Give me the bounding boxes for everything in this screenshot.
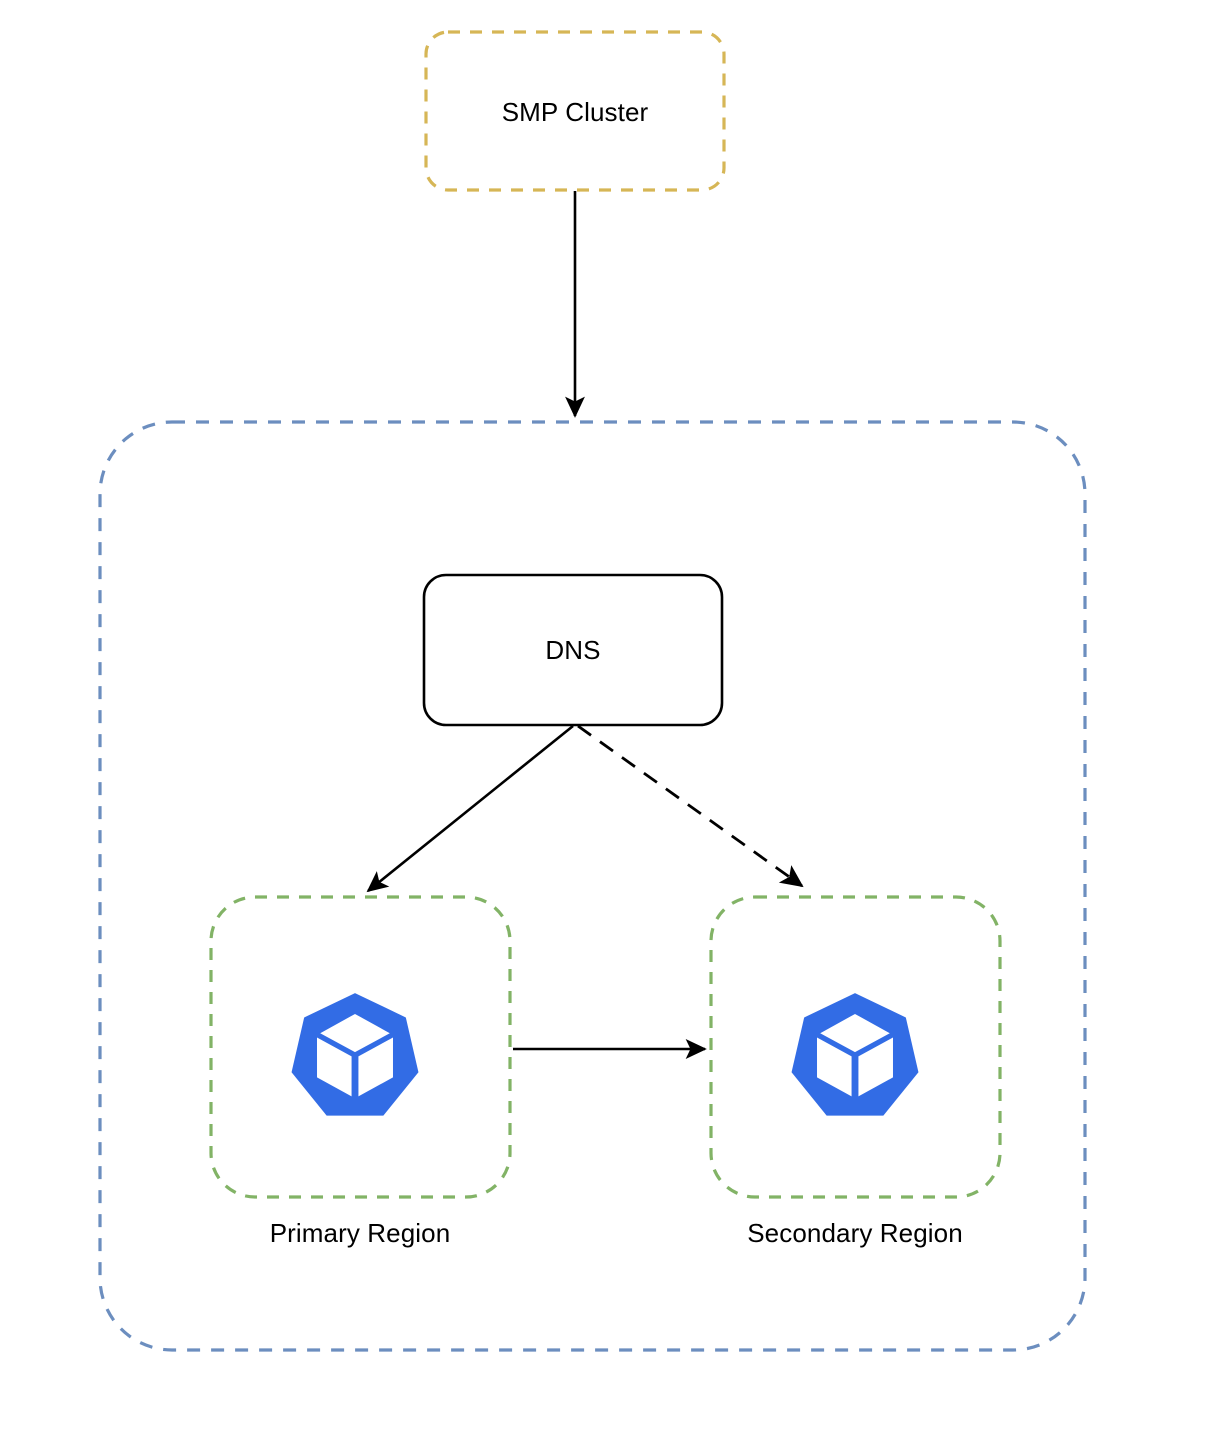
cloud-container-box[interactable] xyxy=(98,420,1087,1352)
secondary-region-label: Secondary Region xyxy=(747,1218,963,1248)
dns-label: DNS xyxy=(545,635,601,665)
edge-dns-to-primary[interactable] xyxy=(366,724,574,893)
smp-cluster-label: SMP Cluster xyxy=(501,97,649,127)
kubernetes-icon xyxy=(791,993,919,1116)
smp-cluster-box[interactable] xyxy=(424,30,726,192)
primary-region-label: Primary Region xyxy=(269,1218,451,1248)
edge-dns-to-secondary[interactable] xyxy=(577,724,804,888)
dns-box[interactable] xyxy=(422,573,724,727)
kubernetes-icon xyxy=(291,993,419,1116)
